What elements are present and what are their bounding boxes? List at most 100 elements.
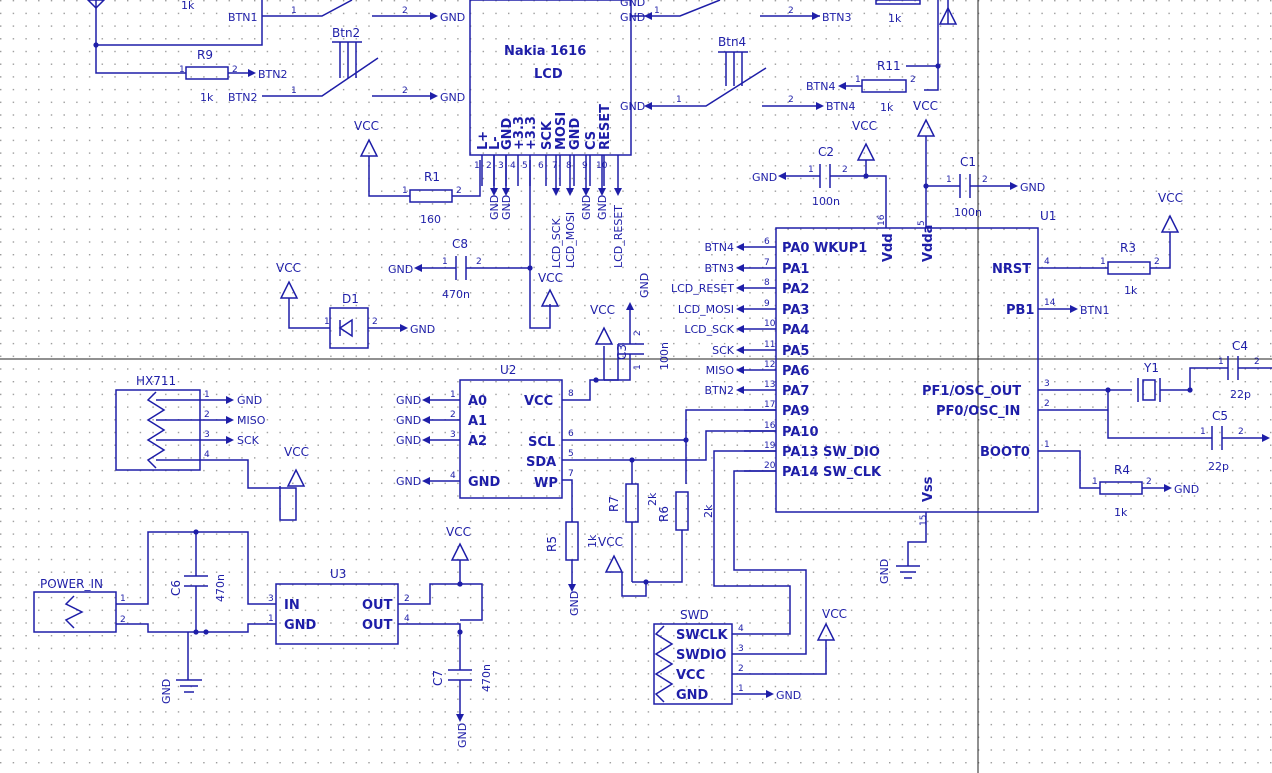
svg-text:2: 2 bbox=[456, 186, 462, 196]
lcd-net-label: GND bbox=[596, 195, 609, 220]
lcd-pin-number: 9 bbox=[582, 161, 588, 171]
swd-body bbox=[653, 623, 733, 705]
lcd-module: Nakia 1616 LCD L+1L-2GND3+3.34+3.35SCK6M… bbox=[469, 0, 852, 268]
svg-text:Vss: Vss bbox=[921, 476, 936, 502]
svg-text:BTN2: BTN2 bbox=[228, 91, 258, 104]
c7-ref: C7 bbox=[431, 670, 445, 686]
svg-text:Vdd: Vdd bbox=[881, 233, 896, 262]
u2-gnd-label: GND bbox=[396, 475, 421, 488]
svg-text:4: 4 bbox=[404, 614, 410, 624]
u1-pin-number: 13 bbox=[764, 380, 775, 390]
svg-text:GND: GND bbox=[620, 100, 645, 113]
svg-text:1: 1 bbox=[1100, 257, 1106, 267]
svg-text:GND: GND bbox=[776, 689, 801, 702]
u2-gnd-arrow bbox=[422, 436, 430, 444]
swd-pin-label: GND bbox=[676, 688, 709, 703]
u1-pin-label: PA10 bbox=[782, 425, 819, 440]
power-in-body bbox=[33, 591, 117, 633]
c2-value: 100n bbox=[812, 195, 840, 208]
hx711-net-arrow bbox=[226, 416, 234, 424]
swd-pin-number: 3 bbox=[738, 644, 744, 654]
lcd-supply-area: VCC R1 160 1 2 C8 470n GND 1 2 VCC VCC D… bbox=[276, 119, 563, 349]
svg-text:VCC: VCC bbox=[1158, 191, 1183, 205]
svg-text:2: 2 bbox=[1044, 399, 1050, 409]
svg-text:1: 1 bbox=[442, 257, 448, 267]
hx711-net-arrow bbox=[226, 436, 234, 444]
c4-ref: C4 bbox=[1232, 339, 1248, 353]
u1-ref: U1 bbox=[1040, 209, 1056, 223]
u1-pin-label: PA4 bbox=[782, 323, 809, 338]
u2-body bbox=[459, 379, 563, 499]
svg-text:5: 5 bbox=[568, 449, 574, 459]
lcd-body bbox=[469, 0, 632, 156]
svg-text:BTN2: BTN2 bbox=[258, 68, 288, 81]
svg-text:NRST: NRST bbox=[992, 262, 1031, 277]
svg-text:SDA: SDA bbox=[526, 455, 556, 470]
r9-ref: R9 bbox=[197, 48, 213, 62]
lcd-pin-number: 6 bbox=[538, 161, 544, 171]
u1-net-label: MISO bbox=[706, 364, 735, 377]
svg-text:2: 2 bbox=[476, 257, 482, 267]
u1-pin-number: 16 bbox=[764, 421, 776, 431]
u1-pin-number: 9 bbox=[764, 299, 770, 309]
lcd-pin-label: GND bbox=[500, 117, 515, 150]
lcd-net-label: LCD_RESET bbox=[612, 205, 625, 268]
u1-pin-label: PA7 bbox=[782, 384, 809, 399]
lcd-pin-number: 5 bbox=[522, 161, 528, 171]
svg-text:GND: GND bbox=[410, 323, 435, 336]
u3-body bbox=[275, 583, 399, 645]
lcd-pin-number: 3 bbox=[498, 161, 504, 171]
u1-net-arrow bbox=[736, 243, 744, 251]
svg-text:BOOT0: BOOT0 bbox=[980, 445, 1030, 460]
u1-pin-number: 17 bbox=[764, 400, 775, 410]
svg-text:BTN3: BTN3 bbox=[822, 11, 852, 24]
lcd-net-label: GND bbox=[488, 195, 501, 220]
u1-net-arrow bbox=[736, 284, 744, 292]
svg-text:PB1: PB1 bbox=[1006, 303, 1034, 318]
svg-text:PF0/OSC_IN: PF0/OSC_IN bbox=[936, 404, 1020, 419]
svg-text:VCC: VCC bbox=[913, 99, 938, 113]
d1-ref: D1 bbox=[342, 292, 359, 306]
svg-text:VCC: VCC bbox=[822, 607, 847, 621]
lcd-net-arrow bbox=[614, 188, 622, 196]
power-section: POWER_IN 1 2 C6 470n GND U3 IN GND OUT O… bbox=[33, 525, 493, 748]
lcd-pin-label: +3.3 bbox=[512, 116, 527, 150]
svg-text:GND: GND bbox=[456, 723, 469, 748]
svg-text:1: 1 bbox=[1092, 477, 1098, 487]
svg-text:1: 1 bbox=[179, 65, 185, 75]
hx711-ref: HX711 bbox=[136, 374, 176, 388]
svg-text:GND: GND bbox=[620, 11, 645, 24]
hx711-pin-number: 1 bbox=[204, 390, 210, 400]
r3-ref: R3 bbox=[1120, 241, 1136, 255]
svg-text:15: 15 bbox=[919, 515, 929, 526]
u1-pin-label: PA0 WKUP1 bbox=[782, 241, 867, 256]
lcd-pin-number: 7 bbox=[552, 161, 558, 171]
svg-text:1: 1 bbox=[291, 86, 297, 96]
svg-text:2: 2 bbox=[910, 75, 916, 85]
u2-pin-number: 3 bbox=[450, 430, 456, 440]
svg-text:VCC: VCC bbox=[598, 535, 623, 549]
svg-text:2: 2 bbox=[372, 317, 378, 327]
r5-ref: R5 bbox=[545, 536, 559, 552]
svg-text:SCL: SCL bbox=[528, 435, 555, 450]
u1-net-label: SCK bbox=[712, 344, 735, 357]
svg-text:GND: GND bbox=[1174, 483, 1199, 496]
power-in-ref: POWER_IN bbox=[40, 577, 103, 591]
btn4-label: Btn4 bbox=[718, 35, 746, 49]
svg-text:VCC: VCC bbox=[446, 525, 471, 539]
svg-text:GND: GND bbox=[568, 591, 581, 616]
c4-value: 22p bbox=[1230, 388, 1251, 401]
u1-pin-label: PA13 SW_DIO bbox=[782, 445, 880, 460]
swd-pin-label: SWDIO bbox=[676, 648, 726, 663]
u1-pin-label: PA3 bbox=[782, 303, 809, 318]
swd-pin-label: SWCLK bbox=[676, 628, 729, 643]
u1-pin-number: 10 bbox=[764, 319, 776, 329]
svg-text:1: 1 bbox=[120, 594, 126, 604]
svg-text:GND: GND bbox=[620, 0, 645, 9]
u1-pin-label: PA9 bbox=[782, 404, 809, 419]
lcd-net-arrow bbox=[490, 188, 498, 196]
u1-net-label: BTN2 bbox=[705, 384, 735, 397]
svg-text:1: 1 bbox=[1200, 427, 1206, 437]
svg-text:2: 2 bbox=[1154, 257, 1160, 267]
